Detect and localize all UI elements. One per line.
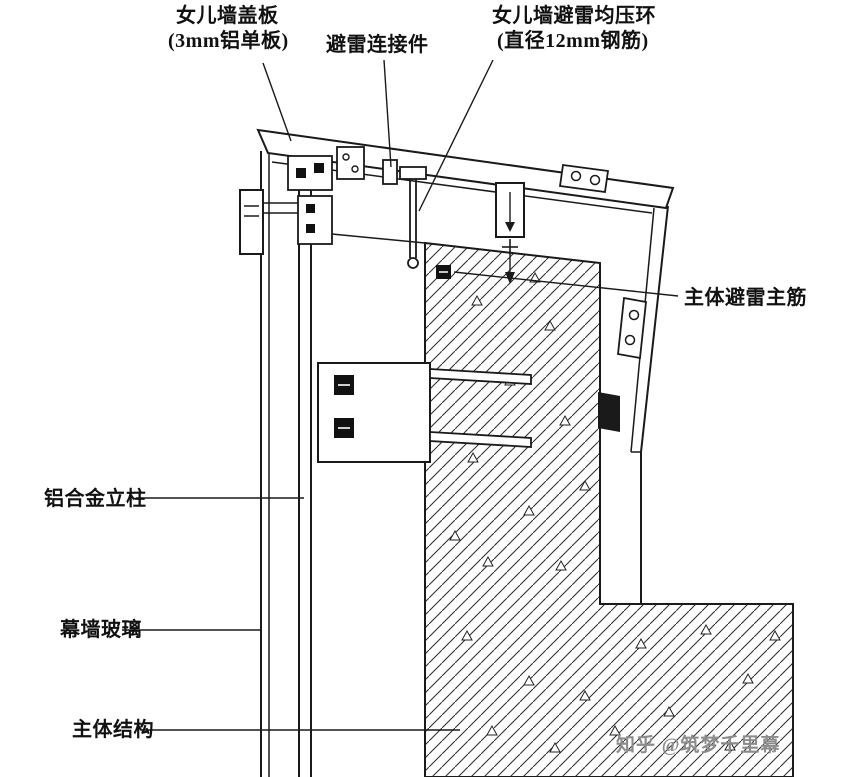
concrete-aggregate-symbols [449, 271, 781, 753]
main-rebar-section [436, 265, 451, 279]
concrete-structure-region [424, 241, 794, 777]
leader-connector [383, 59, 392, 168]
right-fixing-plate [598, 296, 647, 432]
label-parapet-cover-plate-line1: 女儿墙盖板 [176, 5, 279, 27]
label-lightning-connector: 避雷连接件 [326, 34, 429, 56]
anchor-arm-lower [429, 431, 532, 448]
leader-ring [418, 59, 494, 212]
label-equalizing-ring-line1: 女儿墙避雷均压环 [492, 5, 656, 27]
parapet-right-face [630, 205, 669, 604]
label-curtain-glass: 幕墙玻璃 [60, 619, 142, 641]
label-aluminum-mullion: 铝合金立柱 [44, 488, 147, 510]
ring-hook [407, 257, 419, 269]
watermark-text: 知乎 @筑梦千里幕 [616, 735, 781, 756]
leader-cap-plate [262, 62, 292, 142]
label-equalizing-ring-line2: (直径12mm钢筋) [497, 30, 649, 52]
cap-connector-plates [287, 146, 610, 194]
curtain-wall-verticals [260, 151, 312, 777]
label-main-structure: 主体结构 [72, 719, 154, 741]
leader-lines [122, 59, 679, 731]
leader-main-rebar [453, 271, 679, 297]
lightning-connector-assembly [382, 159, 427, 269]
label-parapet-cover-plate-line2: (3mm铝单板) [168, 30, 289, 52]
left-bracket [239, 189, 333, 255]
label-main-lightning-rebar: 主体避雷主筋 [684, 287, 807, 309]
anchor-arm-upper [429, 368, 532, 385]
mullion-bracket [317, 362, 532, 463]
seal-block [598, 392, 620, 432]
anchor-bolt-assembly [495, 182, 525, 284]
